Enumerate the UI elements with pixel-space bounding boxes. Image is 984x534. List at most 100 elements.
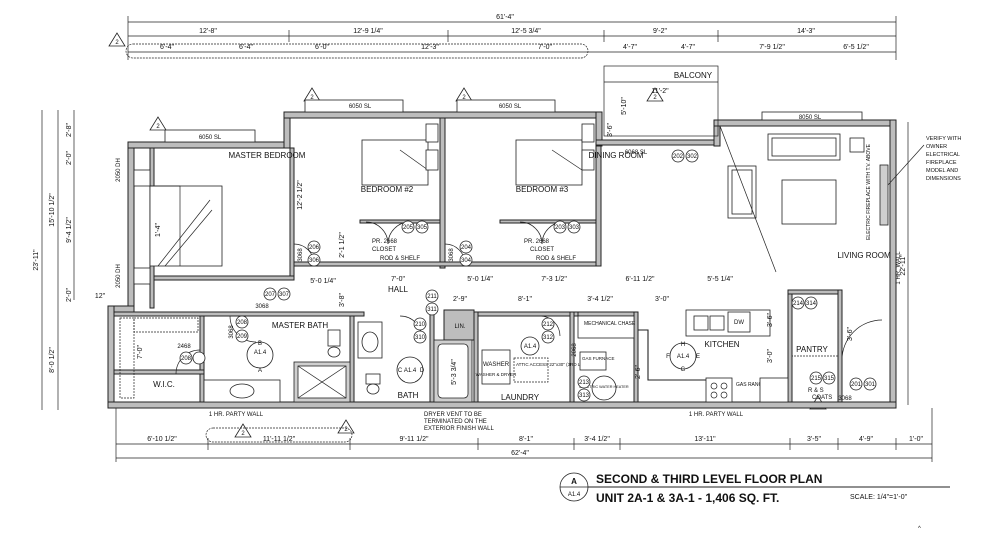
- dim-left-l4: 2'-0": [66, 151, 73, 165]
- dim-top-sub2: 6'-4": [239, 44, 253, 51]
- dishwasher: DW: [734, 320, 744, 326]
- room-laundry: LAUNDRY: [501, 393, 540, 402]
- door-size-2668: 3068: [229, 325, 235, 339]
- rod-shelf-label: ROD & SHELF: [536, 256, 576, 262]
- party-wall-right: 1 HR. PARTY WALL: [689, 412, 744, 418]
- room-living: LIVING ROOM: [837, 251, 891, 260]
- window-2050-lower: 2050 DH: [116, 264, 122, 288]
- hall: HALL 5'-0 1/4" 7'-0" 5'-0 1/4" 7'-3 1/2"…: [255, 276, 733, 316]
- door-tag-303: 303: [569, 225, 580, 231]
- attic-access: ATTIC ACCESS 22"x30" (3RD LEVEL ONLY): [516, 362, 607, 367]
- dim-int-d18: 3'-6": [847, 327, 854, 341]
- dim-int-d13: 3'-0": [655, 296, 669, 303]
- door-size-2668: 3068: [449, 248, 455, 262]
- rev-tag: 2: [115, 40, 119, 46]
- room-pantry: PANTRY: [796, 345, 828, 354]
- room-bedroom3: BEDROOM #3: [516, 185, 569, 194]
- verify-note: VERIFY WITH: [926, 136, 961, 142]
- dryer-vent-note-2: TERMINATED ON THE: [424, 419, 487, 425]
- gas-furnace: GAS FURNACE: [582, 356, 615, 361]
- left-dimensions: 23'-11" 15'-10 1/2" 8'-0 1/2" 2'-8" 2'-0…: [33, 110, 122, 410]
- dim-top-seg1: 12'-8": [199, 28, 217, 35]
- dim-int-d4: 7'-0": [391, 276, 405, 283]
- door-tag-306: 306: [309, 258, 320, 264]
- door-tag-314: 314: [806, 301, 817, 307]
- door-size-2668: 3068: [255, 304, 269, 310]
- washer-dryer-label: WASHER & DRYER: [476, 372, 518, 377]
- door-tag-310: 310: [415, 335, 426, 341]
- hr-wall-note: 1 HR. WALL: [896, 251, 902, 285]
- door-tag-301: 301: [865, 382, 876, 388]
- detail-sheet: A1.4: [568, 492, 581, 498]
- dining-room: DINING ROOM 202 302 5'-10" 3'-6": [588, 97, 699, 163]
- dim-int-d6: 7'-3 1/2": [541, 276, 567, 283]
- room-master-bedroom: MASTER BEDROOM: [229, 151, 306, 160]
- door-tag-313: 313: [579, 393, 590, 399]
- bedroom-doors: 206 306 3068 204 304 3068: [293, 240, 473, 267]
- dim-int-d21: 3'-6": [607, 123, 614, 137]
- dim-int-d5: 5'-0 1/4": [467, 276, 493, 283]
- party-wall-notes: 1 HR. PARTY WALL 1 HR. PARTY WALL DRYER …: [209, 412, 744, 432]
- plan-title: SECOND & THIRD LEVEL FLOOR PLAN: [596, 472, 822, 486]
- windows: 6050 SL 6050 SL 6050 SL 8050 SL 6068 SL: [164, 99, 863, 156]
- door-tag-206: 206: [309, 245, 320, 251]
- mechanical: MECHANICAL CHASE GAS FURNACE ELECTRIC WA…: [572, 315, 636, 402]
- room-kitchen: KITCHEN: [704, 340, 739, 349]
- dim-top-sub9: 6'-5 1/2": [843, 44, 869, 51]
- dim-int-d2: 2'-1 1/2": [339, 232, 346, 258]
- dim-int-d10: 2'-9": [453, 296, 467, 303]
- room-wic: W.I.C.: [153, 380, 175, 389]
- rev-tag: 2: [241, 431, 245, 437]
- dim-bottom-b1: 6'-10 1/2": [147, 436, 177, 443]
- dim-bottom-b3: 9'-11 1/2": [400, 436, 430, 443]
- dim-bottom-b9: 1'-0": [909, 436, 923, 443]
- dim-int-d9: 3'-8": [339, 293, 346, 307]
- top-dimensions: 61'-4" 12'-8" 12'-9 1/4" 12'-5 3/4" 9'-2…: [125, 14, 897, 60]
- dim-bottom-overall: 62'-4": [511, 450, 529, 457]
- door-tag-304: 304: [461, 258, 472, 264]
- elev-tag-sheet: A1.4: [677, 354, 690, 360]
- door-tag-311: 311: [427, 307, 437, 313]
- dim-top-seg2: 12'-9 1/4": [353, 28, 383, 35]
- water-heater: ELECTRIC WATER HEATER: [579, 385, 629, 389]
- door-tag-302: 302: [687, 154, 698, 160]
- room-master-bath: MASTER BATH: [272, 321, 329, 330]
- door-tag-305: 305: [417, 225, 428, 231]
- dim-int-d19: 7'-0": [137, 345, 144, 359]
- dim-top-seg4: 9'-2": [653, 28, 667, 35]
- balcony: BALCONY 11'-2": [603, 65, 719, 137]
- dim-top-sub4: 12'-3": [421, 44, 439, 51]
- dim-bottom-b8: 4'-9": [859, 436, 873, 443]
- elev-tag-sheet: A1.4: [524, 344, 537, 350]
- door-tag-210: 210: [415, 322, 426, 328]
- door-size-3068: 3068: [838, 396, 852, 402]
- dim-top-seg3: 12'-5 3/4": [511, 28, 541, 35]
- rev-tag: 2: [310, 95, 314, 101]
- rev-tag: 2: [653, 95, 657, 101]
- door-size-2468: 2468: [177, 344, 191, 350]
- dim-balcony-width: 11'-2": [651, 88, 669, 95]
- dim-bottom-b5: 3'-4 1/2": [584, 436, 610, 443]
- room-hall: HALL: [388, 285, 409, 294]
- bedroom-2: BEDROOM #2 PR. 2668 CLOSET ROD & SHELF 2…: [297, 123, 439, 262]
- right-dimensions: 22'-11": [900, 122, 909, 405]
- dim-bottom-b7: 3'-5": [807, 436, 821, 443]
- door-tag-211: 211: [427, 294, 437, 300]
- bath: BATH 5'-3 3/4" A1.4 C D 210 310 LIN.: [357, 315, 473, 403]
- elev-tag-e: E: [696, 354, 700, 360]
- window-6050-bed3: 6050 SL: [499, 104, 522, 110]
- rev-tag: 2: [462, 95, 466, 101]
- elev-tag-g: G: [681, 367, 686, 373]
- door-tag-307: 307: [279, 292, 290, 298]
- room-linen: LIN.: [454, 324, 465, 330]
- door-tag-201: 201: [851, 382, 862, 388]
- door-size-2668: 3068: [298, 248, 304, 262]
- elev-tag-b: B: [258, 341, 262, 347]
- dryer-vent-note-3: EXTERIOR FINISH WALL: [424, 426, 494, 432]
- plan-scale: SCALE: 1/4"=1'-0": [850, 494, 908, 501]
- dim-top-sub5: 7'-0": [538, 44, 552, 51]
- door-tag-215: 215: [811, 376, 822, 382]
- interior-walls: [113, 117, 843, 403]
- door-tag-204: 204: [461, 245, 472, 251]
